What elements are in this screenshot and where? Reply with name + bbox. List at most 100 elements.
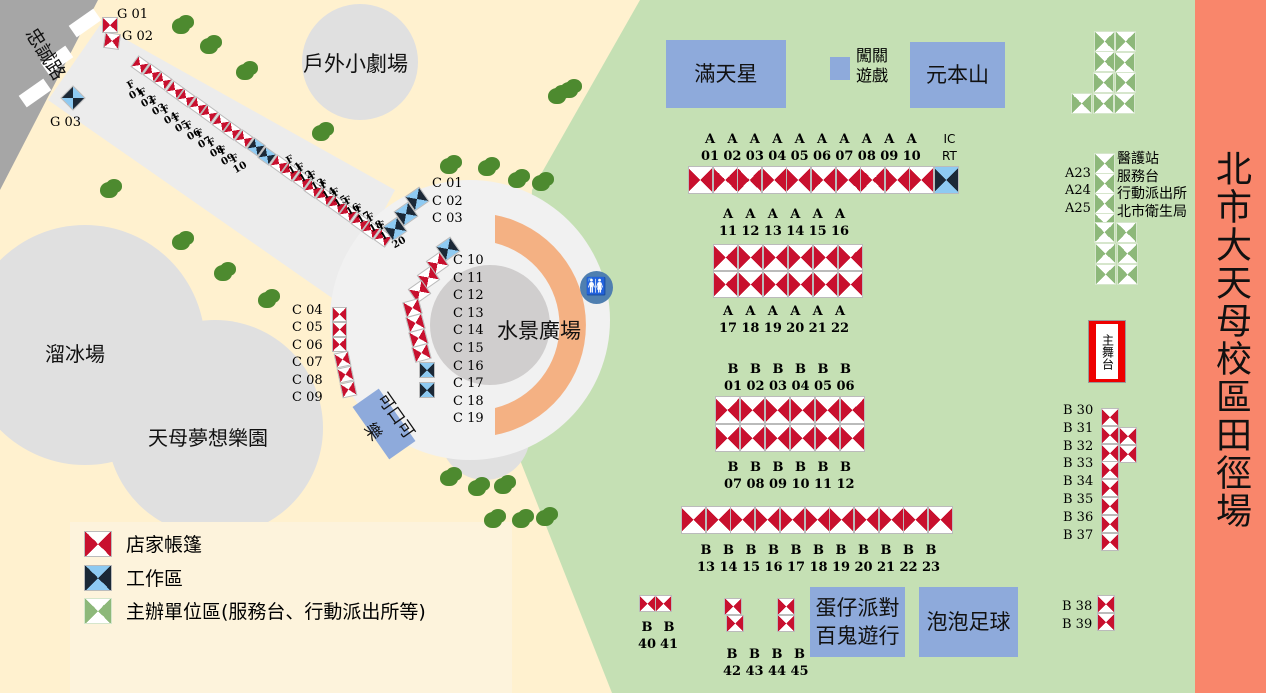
vendor-tent[interactable]: [740, 396, 765, 424]
vendor-tent[interactable]: [903, 506, 929, 534]
vendor-tent[interactable]: [840, 396, 865, 424]
vendor-tent[interactable]: [332, 307, 347, 322]
vendor-tent[interactable]: [1101, 425, 1119, 444]
vendor-tent[interactable]: [1101, 497, 1119, 515]
vendor-tent[interactable]: [838, 271, 863, 298]
vendor-tent[interactable]: [705, 506, 731, 534]
organizer-tent[interactable]: [1094, 153, 1115, 174]
organizer-tent[interactable]: [1114, 52, 1135, 73]
vendor-tent[interactable]: [1119, 445, 1137, 463]
organizer-tent[interactable]: [1094, 193, 1115, 214]
vendor-tent[interactable]: [737, 166, 763, 194]
vendor-tent[interactable]: [1101, 408, 1119, 426]
vendor-tent[interactable]: [804, 506, 830, 534]
vendor-tent[interactable]: [763, 244, 788, 271]
vendor-tent[interactable]: [829, 506, 855, 534]
vendor-tent[interactable]: [1101, 461, 1119, 480]
booth-label: A 20: [786, 304, 805, 336]
vendor-tent[interactable]: [813, 244, 838, 271]
work-tent[interactable]: [934, 166, 959, 194]
vendor-tent[interactable]: [815, 424, 840, 452]
vendor-tent[interactable]: [765, 424, 790, 452]
organizer-tent[interactable]: [1115, 72, 1136, 93]
vendor-tent[interactable]: [332, 337, 347, 352]
vendor-tent[interactable]: [681, 506, 706, 534]
organizer-tent[interactable]: [1095, 264, 1116, 285]
vendor-tent[interactable]: [765, 396, 790, 424]
booth-label: C 16: [453, 358, 484, 374]
vendor-tent[interactable]: [102, 31, 122, 51]
vendor-tent[interactable]: [740, 424, 765, 452]
organizer-tent[interactable]: [1117, 264, 1138, 285]
work-tent[interactable]: [419, 382, 435, 398]
vendor-tent[interactable]: [835, 166, 861, 194]
vendor-tent[interactable]: [788, 244, 813, 271]
vendor-tent[interactable]: [838, 244, 863, 271]
vendor-tent[interactable]: [1101, 532, 1119, 551]
vendor-tent[interactable]: [713, 271, 738, 298]
organizer-tent[interactable]: [1095, 243, 1116, 264]
vendor-tent[interactable]: [726, 615, 744, 632]
organizer-tent[interactable]: [1114, 93, 1135, 114]
vendor-tent[interactable]: [332, 322, 347, 337]
vendor-tent[interactable]: [715, 424, 740, 452]
vendor-tent[interactable]: [724, 598, 742, 615]
vendor-tent[interactable]: [339, 380, 358, 399]
vendor-tent[interactable]: [878, 506, 904, 534]
vendor-tent[interactable]: [763, 271, 788, 298]
vendor-tent[interactable]: [761, 166, 787, 194]
vendor-tent[interactable]: [928, 506, 953, 534]
service-code: A23: [1065, 166, 1091, 181]
vendor-tent[interactable]: [738, 244, 763, 271]
vendor-tent[interactable]: [790, 424, 815, 452]
organizer-tent[interactable]: [1094, 222, 1115, 243]
vendor-tent[interactable]: [1097, 613, 1115, 631]
vendor-tent[interactable]: [840, 424, 865, 452]
vendor-tent[interactable]: [853, 506, 879, 534]
vendor-tent[interactable]: [738, 271, 763, 298]
vendor-tent[interactable]: [712, 166, 738, 194]
vendor-tent[interactable]: [790, 396, 815, 424]
vendor-tent[interactable]: [1101, 479, 1119, 498]
vendor-tent[interactable]: [811, 166, 836, 194]
booth-label: A 16: [831, 207, 850, 239]
booth-label: C 14: [453, 323, 484, 339]
organizer-tent[interactable]: [1094, 51, 1115, 72]
vendor-tent[interactable]: [713, 244, 738, 271]
vendor-tent[interactable]: [655, 595, 672, 612]
vendor-tent[interactable]: [788, 271, 813, 298]
tree-icon: [312, 125, 330, 141]
vendor-tent[interactable]: [715, 396, 740, 424]
challenge-game-marker: [830, 57, 850, 80]
vendor-tent[interactable]: [1097, 595, 1115, 613]
vendor-tent[interactable]: [688, 166, 713, 194]
tree-icon: [200, 38, 218, 54]
vendor-tent[interactable]: [779, 506, 805, 534]
vendor-tent[interactable]: [909, 166, 935, 194]
work-tent[interactable]: [419, 362, 435, 378]
booth-label: A 11: [719, 207, 738, 239]
vendor-tent[interactable]: [884, 166, 910, 194]
vendor-tent[interactable]: [639, 595, 656, 612]
vendor-tent[interactable]: [102, 17, 118, 33]
vendor-tent[interactable]: [786, 166, 812, 194]
vendor-tent[interactable]: [777, 615, 795, 632]
organizer-tent[interactable]: [1093, 72, 1114, 93]
organizer-tent[interactable]: [1116, 222, 1137, 243]
vendor-tent[interactable]: [730, 506, 756, 534]
vendor-tent[interactable]: [1119, 427, 1137, 445]
organizer-tent[interactable]: [1117, 243, 1138, 264]
organizer-tent[interactable]: [1093, 93, 1114, 114]
organizer-tent[interactable]: [1115, 31, 1136, 52]
vendor-tent[interactable]: [813, 271, 838, 298]
vendor-tent[interactable]: [1101, 443, 1119, 462]
vendor-tent[interactable]: [1101, 514, 1119, 533]
organizer-tent[interactable]: [1071, 93, 1092, 114]
vendor-tent[interactable]: [815, 396, 840, 424]
organizer-tent[interactable]: [1094, 173, 1115, 194]
vendor-tent[interactable]: [860, 166, 886, 194]
vendor-tent[interactable]: [777, 598, 795, 615]
vendor-tent[interactable]: [755, 506, 781, 534]
organizer-tent[interactable]: [1094, 31, 1115, 52]
booth-label: B 23: [922, 543, 941, 575]
